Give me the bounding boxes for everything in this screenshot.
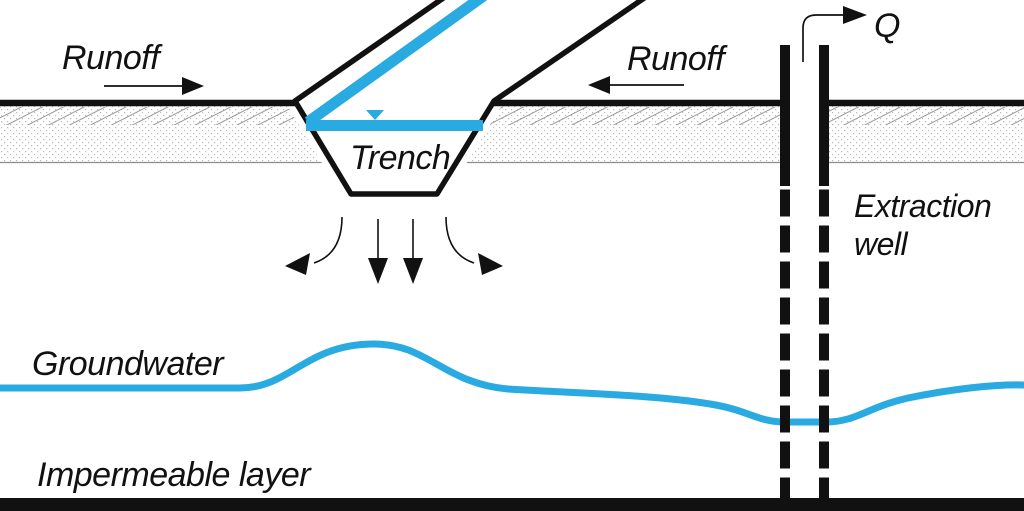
- infiltration-arrow-down-icon: [403, 219, 423, 284]
- well-right-casing: [819, 45, 829, 186]
- infiltration-arrow-down-right-icon: [445, 216, 503, 275]
- runoff-right-label: Runoff: [627, 40, 725, 78]
- discharge-arrow-icon: [802, 6, 867, 62]
- trench-outline: [292, 0, 647, 197]
- chute-water-flow: [304, 0, 488, 127]
- well-left-casing: [780, 45, 790, 186]
- impermeable-layer-label: Impermeable layer: [37, 456, 311, 494]
- infiltration-arrow-down-left-icon: [285, 216, 343, 275]
- impermeable-layer-bar: [0, 498, 1024, 511]
- runoff-arrow-right-icon: [104, 77, 204, 95]
- infiltration-arrow-down-icon: [368, 219, 388, 284]
- trench-water: [304, 0, 488, 131]
- runoff-left-label: Runoff: [62, 39, 160, 77]
- extraction-well-label: Extraction well: [854, 188, 992, 262]
- topsoil-band: [0, 106, 1024, 164]
- extraction-well: [780, 45, 829, 498]
- groundwater-label: Groundwater: [32, 345, 224, 383]
- water-level-icon: [366, 110, 384, 120]
- well-bore-cutout: [789, 96, 820, 164]
- infiltration-arrows: [285, 216, 503, 284]
- groundwater-table-curve: [0, 340, 1024, 426]
- discharge-label: Q: [874, 7, 900, 45]
- trench-label: Trench: [350, 139, 451, 177]
- runoff-arrow-left-icon: [588, 76, 684, 94]
- topsoil-hatch-texture: [0, 107, 1024, 125]
